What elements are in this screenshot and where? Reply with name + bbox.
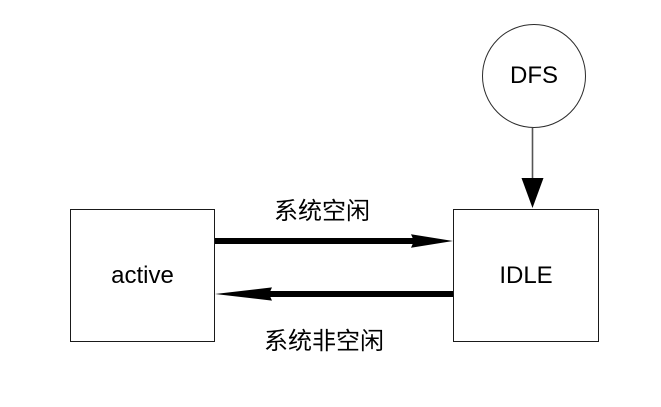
edge-dfs-to-idle xyxy=(521,128,544,208)
node-dfs: DFS xyxy=(482,24,586,128)
edge-idle-to-active xyxy=(215,287,453,301)
edge-active-to-idle xyxy=(215,234,453,248)
edge-label-system-idle: 系统空闲 xyxy=(274,198,370,225)
node-idle-label: IDLE xyxy=(499,261,553,289)
node-idle: IDLE xyxy=(453,209,599,342)
edge-label-system-not-idle: 系统非空闲 xyxy=(264,328,384,355)
node-active: active xyxy=(70,209,215,342)
node-active-label: active xyxy=(111,261,174,289)
node-dfs-label: DFS xyxy=(510,62,558,89)
